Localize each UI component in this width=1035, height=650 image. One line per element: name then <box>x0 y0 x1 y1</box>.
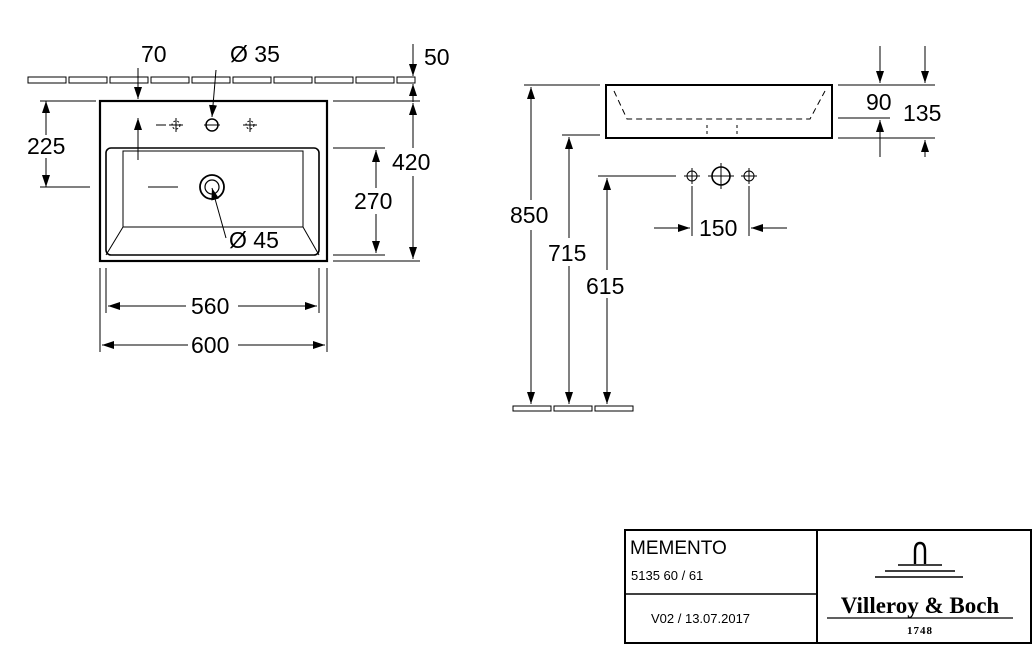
dim-560-label: 560 <box>191 293 229 319</box>
dim-715-label: 715 <box>548 240 586 266</box>
dim-715 <box>562 134 600 404</box>
fountain-icon <box>875 541 963 578</box>
article-number: 5135 60 / 61 <box>631 568 703 583</box>
brand-logo: Villeroy & Boch 1748 <box>827 541 1013 637</box>
dim-420 <box>333 100 420 262</box>
dim-70-label: 70 <box>141 41 167 67</box>
dim-150 <box>654 186 787 236</box>
basin-side-profile <box>605 84 833 139</box>
dim-150-label: 150 <box>699 215 737 241</box>
dim-850-label: 850 <box>510 202 548 228</box>
dim-615-label: 615 <box>586 273 624 299</box>
wall-line <box>27 76 416 84</box>
dim-850 <box>524 84 600 404</box>
dim-135 <box>838 46 935 157</box>
dim-270 <box>333 147 385 256</box>
dim-225 <box>40 100 96 188</box>
dim-d35-label: Ø 35 <box>230 41 280 67</box>
dim-50-label: 50 <box>424 44 450 70</box>
tap-holes <box>156 118 257 132</box>
dim-615 <box>598 175 676 404</box>
drain <box>148 174 227 239</box>
brand-name: Villeroy & Boch <box>841 593 1000 618</box>
dim-560 <box>105 268 320 313</box>
dim-225-label: 225 <box>27 133 65 159</box>
floor-line <box>512 405 634 412</box>
title-block: MEMENTO 5135 60 / 61 V02 / 13.07.2017 Vi… <box>624 529 1032 644</box>
dim-270-label: 270 <box>354 188 392 214</box>
dim-420-label: 420 <box>392 149 430 175</box>
dim-600 <box>99 268 328 352</box>
dim-d35 <box>209 69 218 118</box>
side-view: 850 715 615 150 90 <box>510 46 941 412</box>
dim-d45-label: Ø 45 <box>229 227 279 253</box>
top-view: 70 Ø 35 50 225 420 <box>27 41 450 358</box>
side-tap-holes <box>684 163 757 189</box>
brand-year: 1748 <box>907 625 933 637</box>
dim-600-label: 600 <box>191 332 229 358</box>
version-date: V02 / 13.07.2017 <box>651 611 750 626</box>
dim-135-label: 135 <box>903 100 941 126</box>
dim-90-label: 90 <box>866 89 892 115</box>
product-name: MEMENTO <box>630 538 727 559</box>
